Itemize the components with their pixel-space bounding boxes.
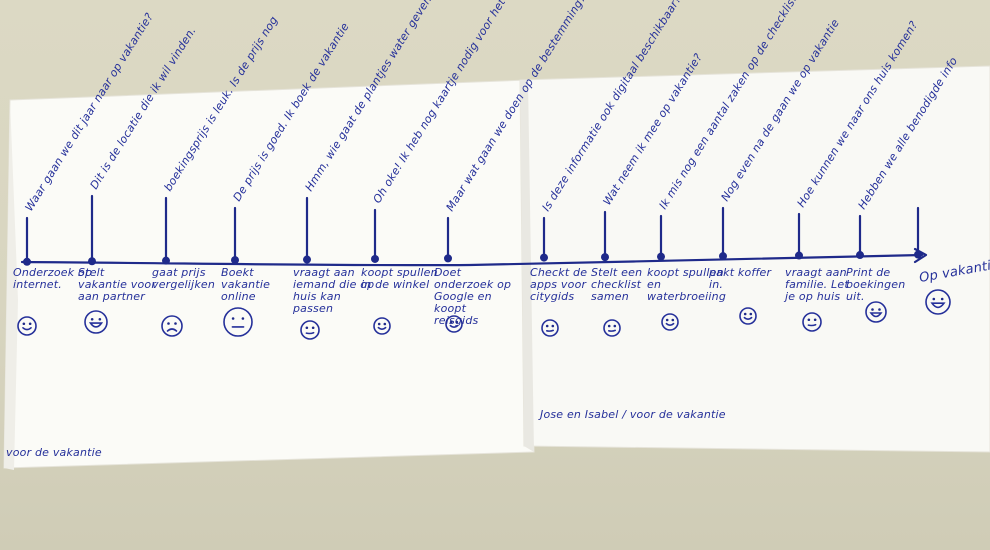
- timeline-dot: [371, 254, 379, 263]
- timeline-dot: [719, 252, 727, 261]
- timeline-dot: [162, 256, 170, 265]
- timeline-dot: [856, 251, 864, 260]
- timeline-dot: [88, 257, 96, 266]
- signature-label: Jose en Isabel / voor de vakantie: [538, 408, 726, 421]
- timeline-dot: [444, 254, 452, 263]
- timeline-dot: [914, 250, 922, 259]
- timeline-line: [20, 253, 924, 267]
- face-grin-icon: [925, 289, 951, 315]
- emotion-faces: [17, 289, 951, 340]
- face-neutral-icon: [223, 307, 253, 337]
- timeline-stakes: [23, 194, 922, 266]
- paper-corner-curl: [4, 100, 18, 470]
- timeline-dot: [795, 251, 803, 260]
- face-meh-icon: [300, 320, 320, 340]
- face-smile-icon: [17, 316, 37, 336]
- timeline-dot: [23, 257, 31, 266]
- corner-label: voor de vakantie: [6, 446, 102, 459]
- timeline-dot: [231, 256, 239, 265]
- timeline-dot: [657, 252, 665, 261]
- face-smile-icon: [739, 307, 757, 325]
- timeline-dot: [303, 255, 311, 264]
- timeline-dot: [540, 253, 548, 262]
- timeline-dot: [601, 253, 609, 262]
- face-meh-icon: [802, 312, 822, 332]
- face-smile-icon: [661, 313, 679, 331]
- paper-fold-shadow: [520, 80, 534, 452]
- face-grin-icon: [84, 310, 108, 334]
- face-smile-icon: [445, 315, 463, 333]
- face-meh-icon: [603, 319, 621, 337]
- face-grin-icon: [865, 301, 887, 323]
- face-smile-icon: [373, 317, 391, 335]
- face-meh-icon: [541, 319, 559, 337]
- face-frown-icon: [161, 315, 183, 337]
